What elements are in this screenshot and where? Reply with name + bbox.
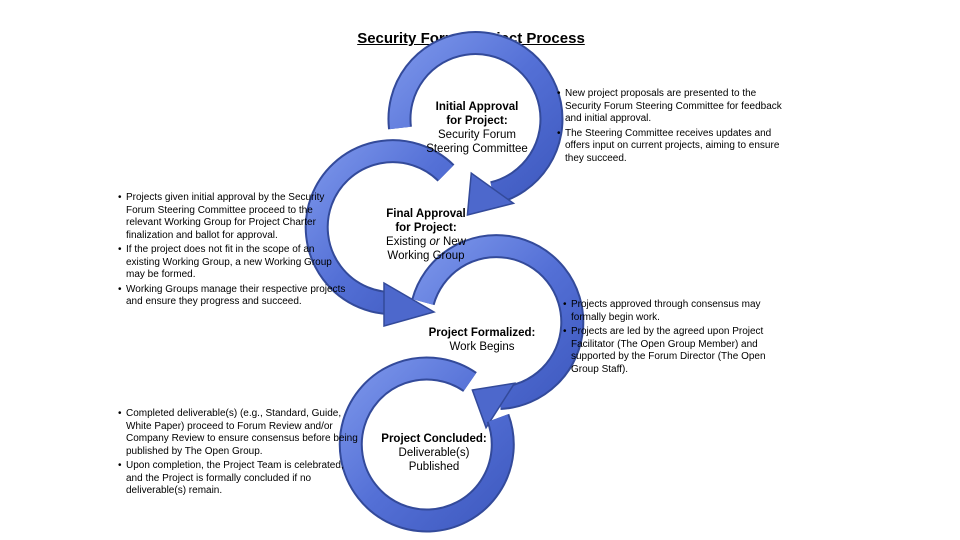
notes-project-concluded: Completed deliverable(s) (e.g., Standard… (118, 408, 358, 500)
stage-final-approval: Final Approval for Project: Existing or … (366, 207, 486, 263)
note-item: Projects are led by the agreed upon Proj… (563, 326, 785, 376)
stage-heading: for Project: (446, 115, 508, 127)
note-item: Projects given initial approval by the S… (118, 192, 350, 242)
arrow-initial-approval (387, 31, 564, 217)
note-item: New project proposals are presented to t… (557, 88, 783, 126)
stage-body: Published (408, 461, 460, 473)
stage-body: Steering Committee (426, 143, 528, 155)
stage-initial-approval: Initial Approval for Project: Security F… (418, 100, 536, 156)
stage-body: Existing or New (366, 235, 486, 249)
stage-heading: for Project: (395, 222, 457, 234)
arrow-project-formalized (411, 234, 585, 430)
note-item: Working Groups manage their respective p… (118, 284, 350, 309)
stage-project-concluded: Project Concluded: Deliverable(s) Publis… (374, 432, 494, 474)
notes-project-formalized: Projects approved through consensus may … (563, 299, 785, 378)
stage-body: Security Forum (438, 129, 516, 141)
stage-body-text: Existing (386, 236, 430, 248)
stage-body: Working Group (387, 250, 465, 262)
note-item: Upon completion, the Project Team is cel… (118, 460, 358, 498)
note-item: If the project does not fit in the scope… (118, 244, 350, 282)
stage-heading: Project Formalized: (428, 327, 536, 339)
notes-initial-approval: New project proposals are presented to t… (557, 88, 783, 167)
notes-final-approval: Projects given initial approval by the S… (118, 192, 350, 311)
stage-body-emphasis: or (429, 236, 440, 248)
note-item: The Steering Committee receives updates … (557, 128, 783, 166)
stage-project-formalized: Project Formalized: Work Begins (422, 326, 542, 354)
stage-body-text: New (439, 236, 466, 248)
stage-body: Work Begins (449, 341, 515, 353)
arrow-project-concluded (338, 356, 515, 533)
stage-body: Deliverable(s) (398, 447, 470, 459)
note-item: Completed deliverable(s) (e.g., Standard… (118, 408, 358, 458)
stage-heading: Initial Approval (435, 101, 519, 113)
note-item: Projects approved through consensus may … (563, 299, 785, 324)
stage-heading: Project Concluded: (381, 433, 487, 445)
stage-heading: Final Approval (386, 208, 466, 220)
